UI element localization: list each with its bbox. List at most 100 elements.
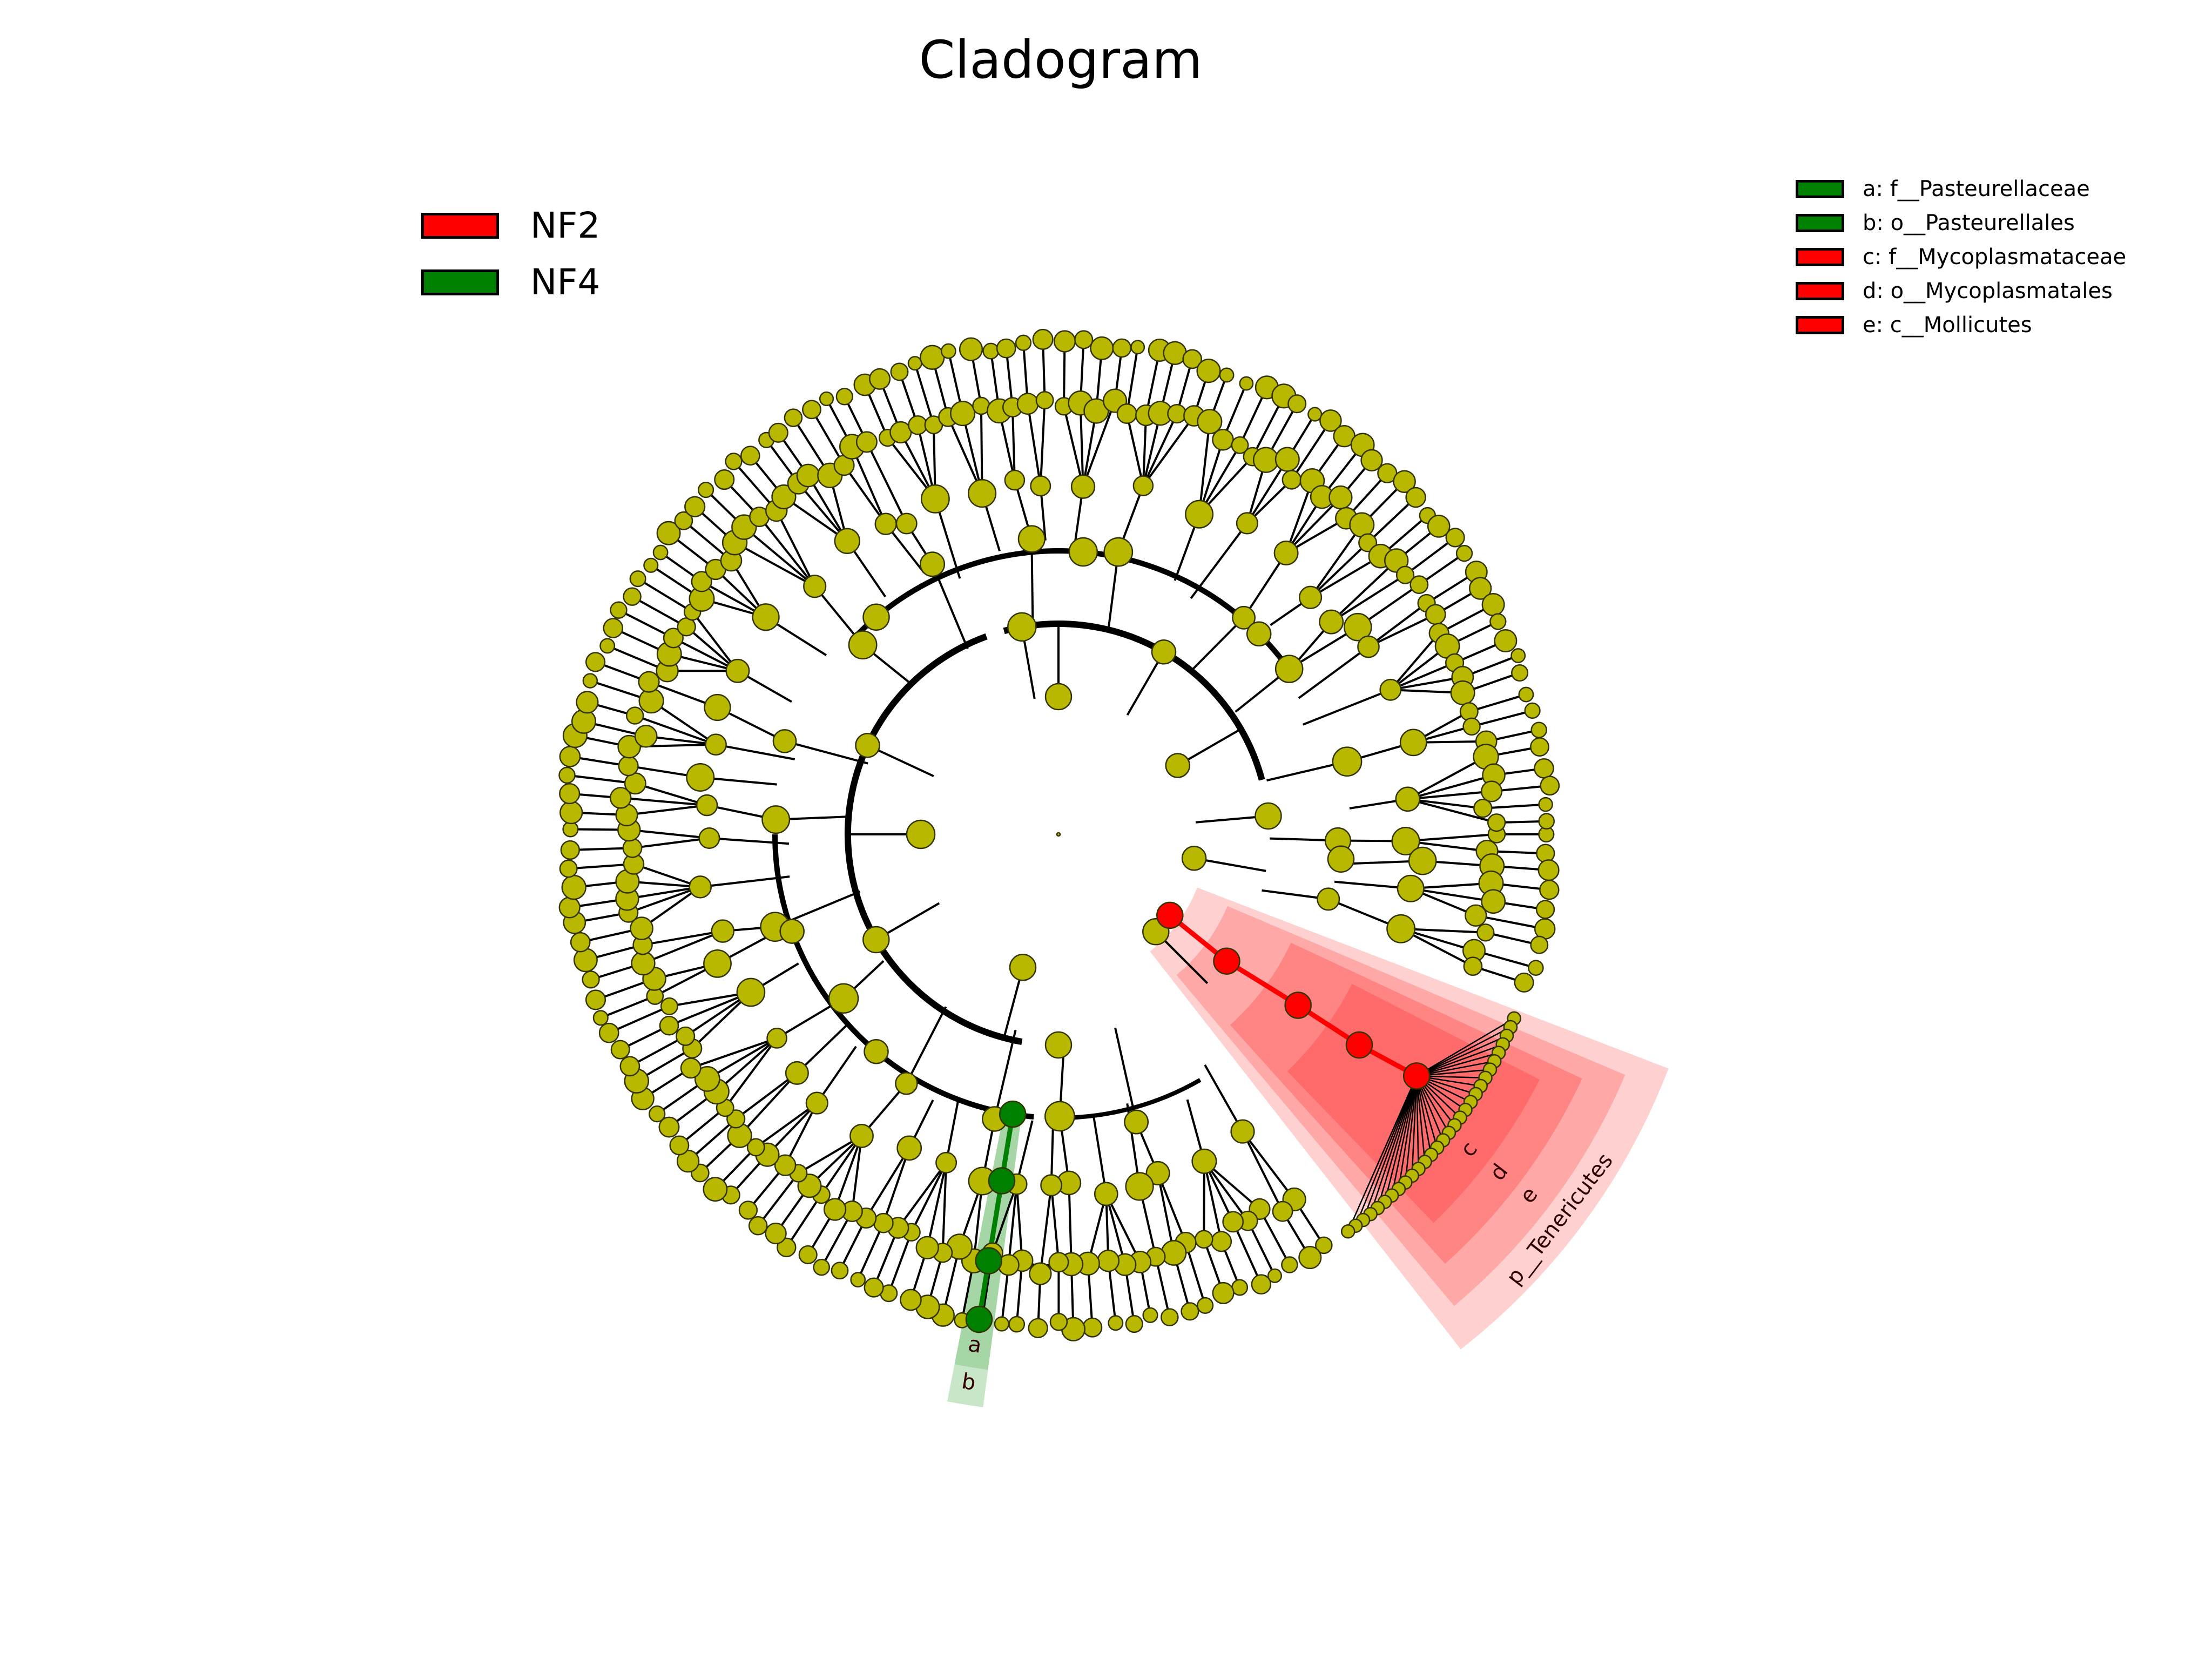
order-node — [1332, 746, 1363, 777]
species-node — [725, 453, 743, 470]
genus-node — [746, 1138, 765, 1157]
edge-genus-species — [631, 595, 687, 628]
genus-node — [1487, 813, 1506, 832]
species-node — [907, 356, 922, 371]
species-node — [1267, 1268, 1283, 1283]
species-node — [1538, 797, 1553, 812]
clade-node — [862, 926, 890, 954]
edge-genus-species — [568, 863, 634, 870]
family-node — [935, 1151, 957, 1174]
genus-node — [1282, 470, 1302, 490]
genus-node — [630, 916, 653, 940]
family-node — [689, 875, 712, 899]
genus-node — [1459, 702, 1479, 721]
species-node — [748, 1216, 768, 1236]
edge-family-genus — [1390, 632, 1440, 691]
genus-node — [1463, 956, 1483, 976]
edge-family-genus — [724, 1037, 778, 1109]
genus-node — [1212, 428, 1234, 451]
species-node — [558, 896, 581, 919]
edge-red-fan — [1391, 1076, 1418, 1196]
genus-node — [1349, 512, 1375, 538]
species-node — [1511, 664, 1529, 682]
edge-family-genus — [1246, 458, 1289, 524]
species-node — [698, 482, 714, 498]
edge-red-fan — [1355, 1075, 1418, 1226]
genus-node — [1222, 1211, 1244, 1233]
family-node — [1344, 612, 1372, 642]
species-node — [1251, 1274, 1272, 1294]
species-node — [813, 1258, 830, 1276]
edge-family-genus — [1368, 613, 1437, 648]
edge-family-genus — [784, 1102, 818, 1166]
species-node — [1182, 349, 1203, 369]
genus-node — [1211, 1231, 1232, 1252]
edge-class-order — [784, 740, 868, 765]
species-node — [740, 446, 760, 466]
family-node — [736, 977, 766, 1007]
edge-family-genus — [1390, 662, 1455, 691]
clade-node — [1151, 639, 1177, 665]
edge-class-order — [1030, 538, 1034, 628]
species-node — [864, 1277, 884, 1298]
genus-node — [1016, 393, 1039, 415]
species-node — [768, 422, 788, 443]
species-node — [1494, 629, 1518, 653]
species-node — [619, 1056, 640, 1077]
taxa-legend-item-a: a: f__Pasteurellaceae — [1796, 172, 2126, 206]
edge-family-genus — [716, 1037, 778, 1092]
nf2-label: NF2 — [530, 205, 601, 246]
edge-red-fan — [1416, 1035, 1507, 1077]
species-node — [1540, 775, 1560, 796]
species-node — [1307, 407, 1323, 422]
taxa-label-b: b: o__Pasteurellales — [1863, 210, 2075, 235]
edge-family-genus — [882, 1148, 911, 1224]
edge-genus-species — [1155, 1256, 1171, 1318]
edge-family-genus — [1079, 403, 1084, 487]
taxa-swatch-b — [1796, 213, 1844, 232]
species-node — [959, 337, 983, 361]
edge-family-genus — [758, 516, 816, 587]
node-b-pasteurellales — [999, 1100, 1027, 1128]
edge-red-fan — [1411, 1076, 1418, 1176]
edge-family-genus — [739, 1072, 798, 1137]
family-node — [1391, 827, 1420, 855]
species-node — [1510, 648, 1526, 663]
species-node — [603, 618, 624, 638]
order-node — [1044, 1101, 1075, 1132]
edge-family-genus — [633, 863, 701, 888]
species-node — [784, 408, 803, 427]
species-node — [676, 1149, 700, 1173]
species-node — [1468, 577, 1492, 600]
species-node — [571, 709, 597, 734]
species-node — [1298, 1246, 1322, 1270]
genus-node — [796, 463, 820, 488]
edge-family-genus — [734, 541, 815, 588]
genus-node — [1274, 447, 1300, 472]
genus-node — [631, 951, 656, 976]
order-node — [1274, 655, 1304, 683]
edge-genus-species — [1184, 1242, 1206, 1306]
family-node — [752, 603, 780, 631]
genus-node — [638, 671, 660, 693]
genus-node — [609, 787, 632, 809]
taxa-swatch-d — [1796, 281, 1844, 300]
edge-family-genus — [1331, 574, 1406, 623]
edge-order-family — [700, 875, 790, 888]
family-node — [1379, 678, 1402, 701]
clade-node — [1009, 954, 1037, 981]
edge-family-genus — [1407, 798, 1497, 824]
genus-node — [908, 415, 928, 435]
family-node — [1386, 914, 1416, 943]
genus-node — [1465, 904, 1487, 927]
genus-node — [676, 1026, 696, 1046]
family-node — [725, 658, 750, 683]
species-node — [1181, 1302, 1199, 1321]
order-arc-1 — [772, 834, 1034, 1120]
edge-genus-species — [785, 1194, 822, 1249]
clade-node — [1327, 845, 1355, 873]
edge-genus-species — [1471, 709, 1533, 728]
species-node — [598, 1022, 619, 1043]
genus-node — [1252, 447, 1279, 473]
edge-genus-species — [757, 1172, 799, 1226]
